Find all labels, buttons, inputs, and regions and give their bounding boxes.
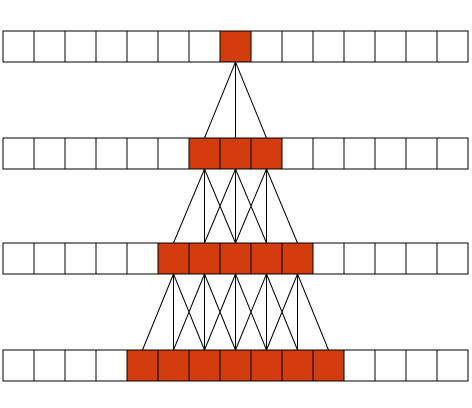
cell <box>405 349 438 382</box>
connection-line <box>173 168 205 244</box>
active-cell <box>188 242 221 275</box>
cell <box>436 349 469 382</box>
cell <box>95 30 128 63</box>
cell <box>64 137 97 170</box>
active-cell <box>157 349 190 382</box>
cell <box>33 137 66 170</box>
cell <box>436 137 469 170</box>
cell <box>2 30 35 63</box>
connection-line <box>235 168 267 244</box>
cell <box>157 137 190 170</box>
cell <box>374 242 407 275</box>
cell-row-4 <box>2 349 469 382</box>
cell <box>312 242 345 275</box>
cell <box>64 30 97 63</box>
cell <box>95 137 128 170</box>
active-cell <box>188 349 221 382</box>
cell-row-2 <box>2 137 469 170</box>
cell-row-1 <box>2 30 469 63</box>
connection-line <box>204 61 236 139</box>
cell <box>405 30 438 63</box>
cell <box>2 349 35 382</box>
cell <box>126 30 159 63</box>
cell <box>374 349 407 382</box>
cell-rows <box>2 30 469 382</box>
active-cell <box>250 137 283 170</box>
cell <box>374 30 407 63</box>
cell <box>64 242 97 275</box>
cell <box>436 30 469 63</box>
cell <box>312 137 345 170</box>
cell <box>64 349 97 382</box>
active-cell <box>188 137 221 170</box>
cell <box>281 137 314 170</box>
cell <box>405 242 438 275</box>
cell <box>95 349 128 382</box>
active-cell <box>250 349 283 382</box>
connection-line <box>204 168 236 244</box>
cell <box>33 30 66 63</box>
active-cell <box>219 242 252 275</box>
cell <box>2 242 35 275</box>
cell <box>343 242 376 275</box>
cell <box>33 242 66 275</box>
connection-line <box>266 168 298 244</box>
cell <box>33 349 66 382</box>
active-cell <box>219 30 252 63</box>
connection-line <box>204 273 236 351</box>
active-cell <box>250 242 283 275</box>
cell <box>343 30 376 63</box>
cell <box>250 30 283 63</box>
connections <box>142 61 329 351</box>
connection-line <box>235 273 267 351</box>
connection-line <box>173 273 205 351</box>
cell <box>126 242 159 275</box>
active-cell <box>281 349 314 382</box>
cell-row-3 <box>2 242 469 275</box>
cell <box>343 137 376 170</box>
cell <box>188 30 221 63</box>
connection-line <box>235 61 267 139</box>
active-cell <box>312 349 345 382</box>
cell <box>374 137 407 170</box>
cell <box>436 242 469 275</box>
cell <box>157 30 190 63</box>
cell <box>2 137 35 170</box>
active-cell <box>281 242 314 275</box>
active-cell <box>219 349 252 382</box>
connection-line <box>297 273 329 351</box>
cell <box>312 30 345 63</box>
cell <box>95 242 128 275</box>
active-cell <box>219 137 252 170</box>
cell <box>126 137 159 170</box>
cell <box>405 137 438 170</box>
cell <box>343 349 376 382</box>
active-cell <box>157 242 190 275</box>
connection-line <box>266 273 298 351</box>
cell <box>281 30 314 63</box>
connection-line <box>142 273 174 351</box>
active-cell <box>126 349 159 382</box>
